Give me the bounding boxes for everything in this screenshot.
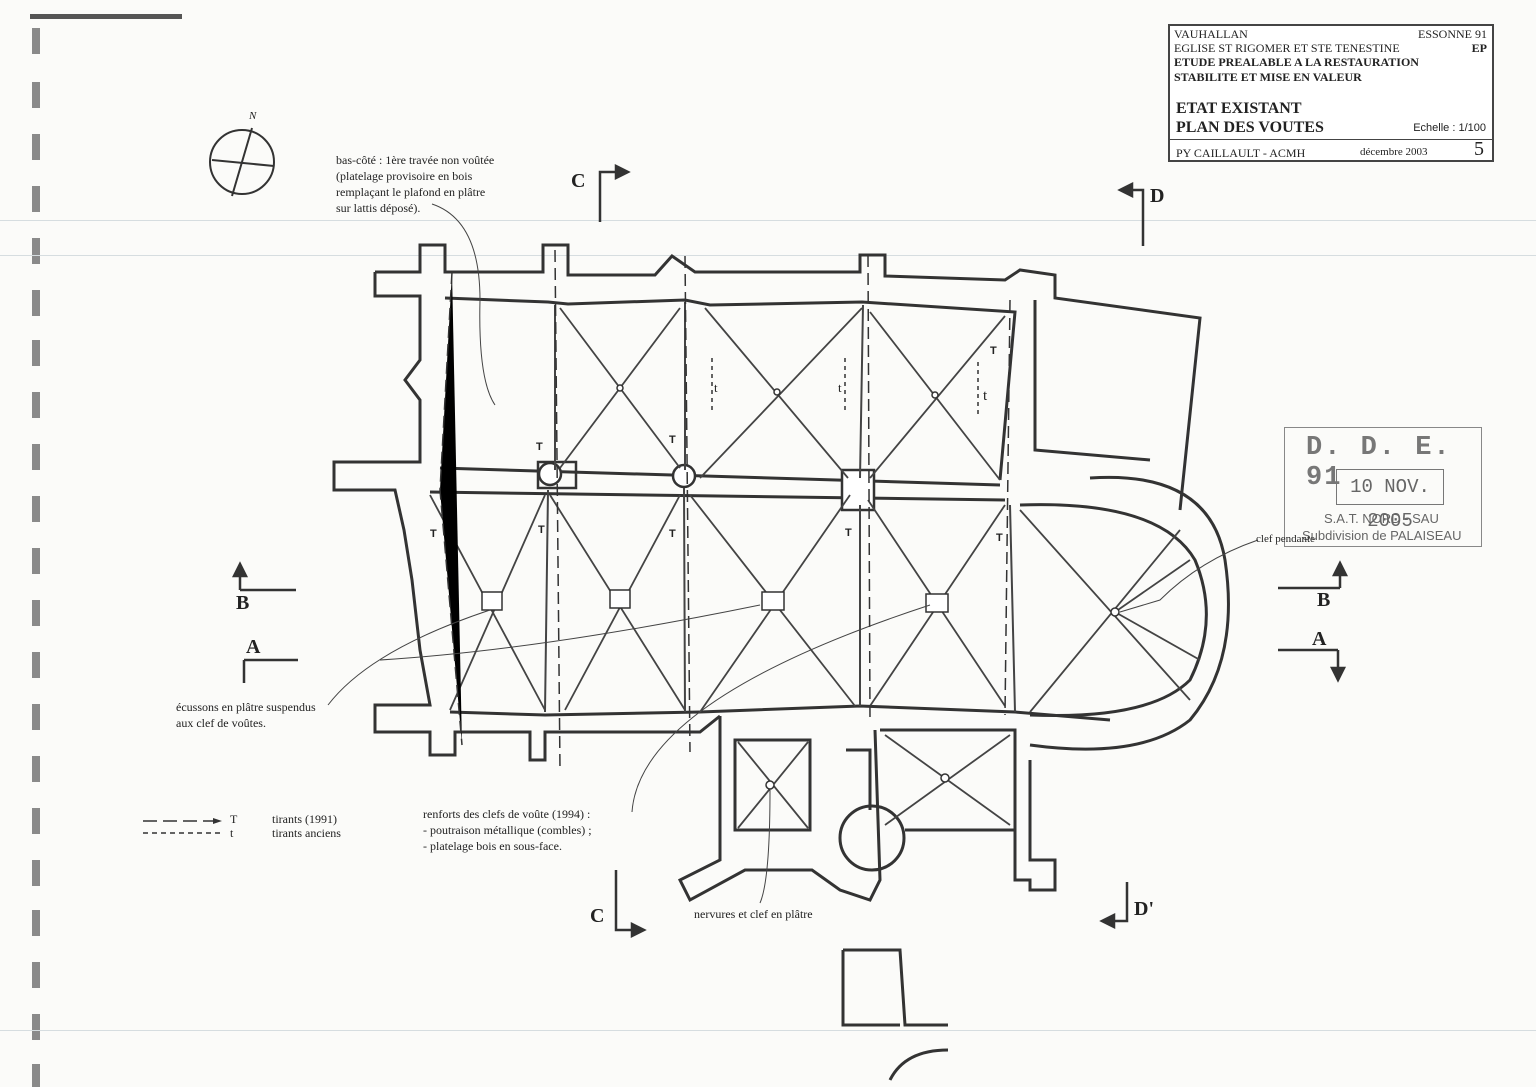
commune-label: VAUHALLAN	[1174, 27, 1248, 41]
tie-mark: T	[669, 528, 676, 540]
note-bascote: bas-côté : 1ère travée non voûtée (plate…	[336, 153, 495, 215]
legend-tirants-new-label: tirants (1991)	[272, 812, 337, 826]
departement-label: ESSONNE 91	[1417, 27, 1487, 41]
study-line1: ETUDE PREALABLE A LA RESTAURATION	[1174, 55, 1419, 69]
note-nervures: nervures et clef en plâtre	[694, 907, 813, 921]
old-tie-mark: t	[714, 380, 718, 395]
old-tie-mark: t	[983, 388, 988, 404]
stamp-line1: S.A.T. NORD - SAU	[1324, 511, 1439, 526]
tie-mark: T	[538, 524, 545, 536]
legend-tirants-old-label: tirants anciens	[272, 826, 341, 840]
note-ecussons: écussons en plâtre suspendus aux clef de…	[176, 700, 316, 730]
date-label: décembre 2003	[1360, 146, 1428, 158]
plan-label: PLAN DES VOUTES	[1176, 119, 1324, 136]
note-clef-pendante: clef pendante	[1256, 533, 1315, 545]
title-block: VAUHALLAN ESSONNE 91 EGLISE ST RIGOMER E…	[1168, 24, 1494, 162]
stamp-line2: Subdivision de PALAISEAU	[1302, 528, 1462, 543]
tie-mark: T	[430, 528, 437, 540]
tie-mark: T	[536, 441, 543, 453]
scan-line	[0, 220, 1536, 221]
ep-label: EP	[1471, 41, 1487, 55]
scan-line	[0, 255, 1536, 256]
compass-rose	[209, 127, 275, 197]
section-label-c-top: C	[571, 170, 586, 192]
old-tie-mark: t	[838, 380, 842, 395]
section-label-d-top: D	[1150, 185, 1165, 207]
section-label-a-left: A	[246, 636, 261, 658]
tie-mark: T	[990, 345, 997, 357]
stamp-date: 10 NOV. 2005	[1336, 469, 1444, 532]
state-label: ETAT EXISTANT	[1176, 100, 1302, 117]
dde-stamp: D. D. E. 91 10 NOV. 2005 S.A.T. NORD - S…	[1284, 427, 1482, 547]
scale-label: Echelle : 1/100	[1413, 122, 1486, 134]
study-line2: STABILITE ET MISE EN VALEUR	[1174, 70, 1362, 84]
section-label-b-left: B	[236, 592, 250, 614]
tie-mark: T	[996, 532, 1003, 544]
legend-tirants-old-mark: t	[230, 826, 234, 840]
scan-line	[0, 1030, 1536, 1031]
tie-mark: T	[845, 527, 852, 539]
tie-mark: T	[669, 434, 676, 446]
binding-strip	[30, 0, 44, 1087]
sheet-number: 5	[1474, 138, 1484, 160]
stamp-title: D. D. E. 91	[1306, 433, 1452, 493]
note-renforts: renforts des clefs de voûte (1994) : - p…	[423, 807, 592, 853]
section-label-b-right: B	[1317, 589, 1331, 611]
section-label-c-bottom: C	[590, 905, 605, 927]
compass-north-label: N	[249, 110, 257, 122]
author-label: PY CAILLAULT - ACMH	[1176, 146, 1306, 160]
scan-edge	[30, 14, 182, 19]
church-label: EGLISE ST RIGOMER ET STE TENESTINE	[1174, 41, 1400, 55]
section-label-d-bottom: D'	[1134, 898, 1154, 920]
legend-tirants-new-mark: T	[230, 812, 238, 826]
section-label-a-right: A	[1312, 628, 1327, 650]
